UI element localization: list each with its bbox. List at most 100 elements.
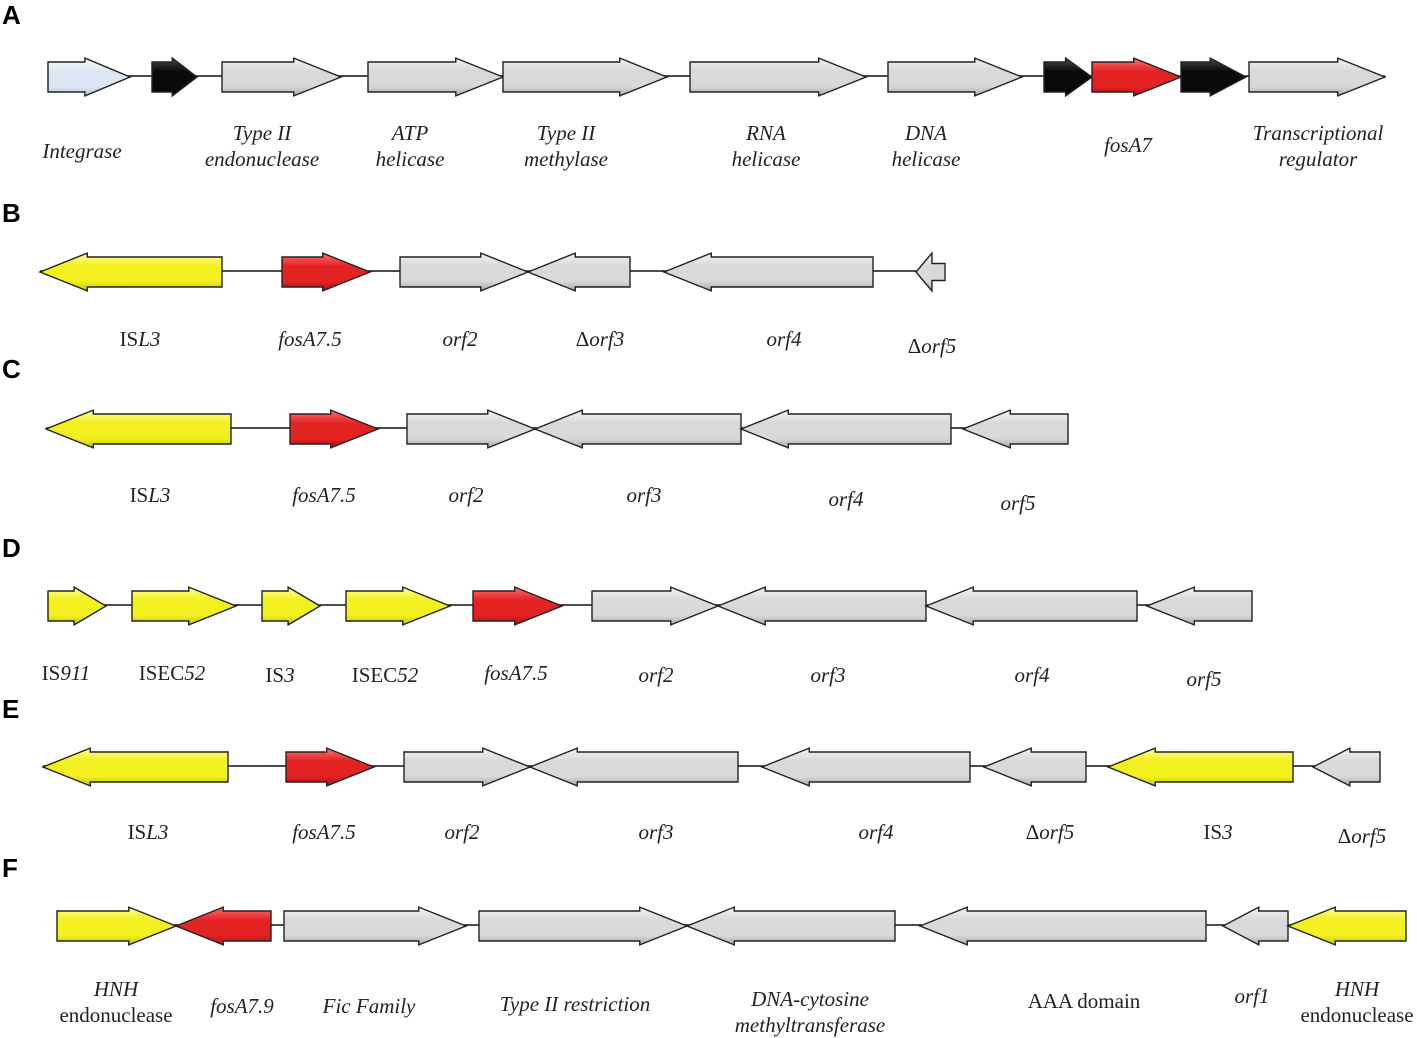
gene-arrow (1145, 586, 1253, 626)
gene: ISL3 (44, 409, 232, 507)
gene: ISL3 (41, 747, 229, 844)
gene-arrow (406, 409, 537, 449)
gene: Δorf5 (982, 747, 1087, 844)
gene: IS3 (1106, 747, 1294, 844)
gene: ISEC52 (345, 586, 452, 687)
gene: IS911 (42, 585, 108, 685)
gene-arrow (961, 409, 1069, 449)
gene-arrow (221, 57, 343, 97)
gene: orf3 (528, 747, 739, 844)
gene-label: orf5 (1000, 491, 1035, 515)
gene-label: endonuclease (59, 1003, 172, 1027)
gene: Type II restriction (478, 906, 689, 1016)
gene-label: ISL3 (120, 327, 161, 351)
gene-label: orf3 (810, 663, 845, 687)
gene-arrow (502, 57, 669, 97)
gene: Δorf5 (1311, 746, 1386, 848)
gene-arrow (689, 57, 868, 97)
panel-letter: B (2, 198, 21, 228)
gene-arrow (44, 409, 232, 449)
gene: orf1 (1221, 905, 1289, 1008)
gene (151, 56, 199, 98)
gene-label: Δorf5 (1026, 820, 1075, 844)
gene-arrow (345, 586, 452, 626)
gene: orf5 (1145, 586, 1253, 691)
gene-label: IS3 (265, 663, 294, 687)
gene-arrow (56, 906, 178, 946)
gene-label: helicase (376, 147, 445, 171)
gene: orf2 (406, 409, 537, 507)
gene-arrow (1043, 56, 1094, 98)
gene: orf4 (924, 586, 1138, 687)
gene-arrow (41, 747, 229, 787)
gene-arrow (915, 251, 946, 293)
gene-label: orf2 (638, 663, 674, 687)
gene-arrow (716, 586, 927, 626)
gene-arrow (285, 747, 376, 787)
gene-label: HNH (93, 977, 140, 1001)
gene: ISEC52 (131, 586, 238, 685)
gene: orf5 (961, 409, 1069, 515)
gene: orf3 (533, 409, 742, 507)
gene: orf2 (591, 586, 720, 687)
gene-arrow (591, 586, 720, 626)
gene: AAA domain (918, 906, 1207, 1013)
gene-arrow (1180, 56, 1248, 98)
gene-label: fosA7.5 (292, 820, 356, 844)
gene-arrow (887, 57, 1024, 97)
gene: fosA7.9 (174, 906, 274, 1018)
gene: orf2 (399, 252, 530, 351)
gene-label: AAA domain (1028, 989, 1141, 1013)
gene-label: fosA7.5 (484, 661, 548, 685)
gene-label: Type II (233, 121, 293, 145)
gene-label: ISEC52 (352, 663, 419, 687)
gene-arrow (1248, 57, 1387, 97)
gene-label: DNA-cytosine (750, 987, 869, 1011)
gene-label: Fic Family (322, 994, 416, 1018)
gene: fosA7 (1091, 57, 1183, 157)
gene-label: methyltransferase (735, 1013, 885, 1037)
gene-label: ATP (390, 121, 429, 145)
gene-label: ISEC52 (139, 661, 206, 685)
gene-arrow (47, 585, 108, 627)
gene: fosA7.5 (285, 747, 376, 844)
gene-arrow (1311, 746, 1381, 788)
gene: orf4 (662, 252, 874, 351)
gene-label: IS911 (42, 661, 91, 685)
gene: orf3 (716, 586, 927, 687)
gene-arrow (478, 906, 689, 946)
gene-label: ISL3 (130, 483, 171, 507)
gene-arrow (1106, 747, 1294, 787)
gene-label: orf2 (448, 483, 484, 507)
gene-arrow (1091, 57, 1183, 97)
panel-letter: F (2, 853, 18, 883)
gene-arrow (174, 906, 272, 946)
gene-arrow (533, 409, 742, 449)
gene-arrow (399, 252, 530, 292)
gene-label: fosA7 (1104, 133, 1153, 157)
gene-arrow (472, 586, 564, 626)
gene-arrow (685, 906, 896, 946)
gene-arrow (403, 747, 532, 787)
gene-arrow (1221, 905, 1289, 947)
gene-label: HNH (1334, 977, 1381, 1001)
gene-label: IS3 (1203, 820, 1232, 844)
gene-label: helicase (892, 147, 961, 171)
gene-arrow (918, 906, 1207, 946)
gene-label: fosA7.5 (278, 327, 342, 351)
gene: Fic Family (283, 906, 468, 1018)
gene-label: orf2 (444, 820, 480, 844)
gene: IS3 (261, 585, 322, 687)
gene: fosA7.5 (278, 252, 372, 351)
gene-label: orf4 (858, 820, 894, 844)
